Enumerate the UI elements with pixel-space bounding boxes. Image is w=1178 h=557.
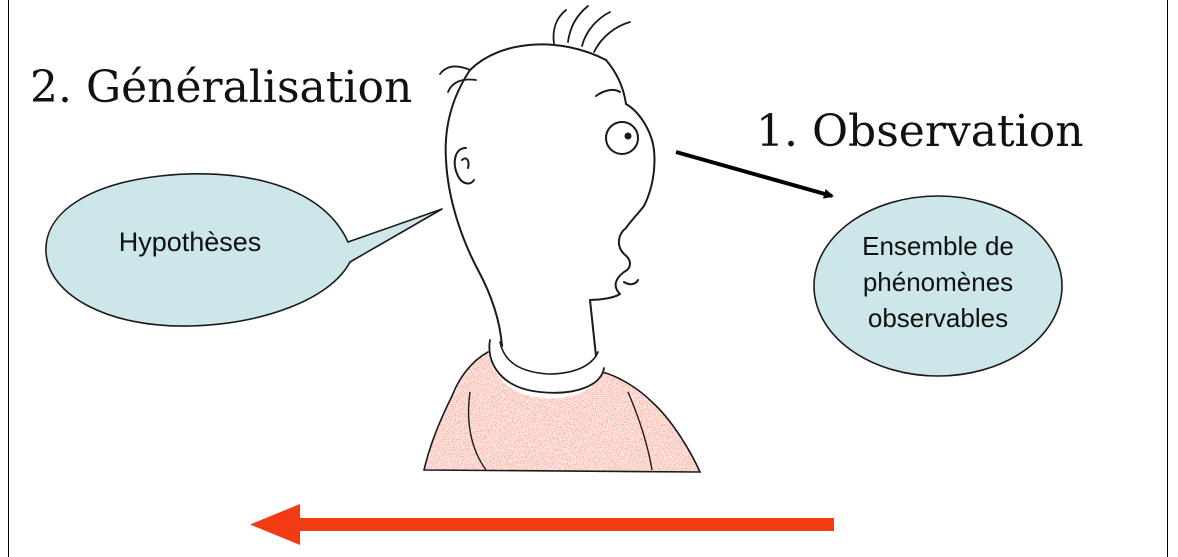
step-observation-label: 1. Observation	[756, 110, 1084, 154]
phenomena-line-1: Ensemble de	[820, 228, 1056, 264]
generalisation-long-arrow	[250, 504, 834, 545]
hypotheses-text: Hypothèses	[90, 226, 290, 258]
observation-arrow	[676, 152, 832, 196]
phenomena-line-3: observables	[820, 300, 1056, 336]
phenomena-line-2: phénomènes	[820, 264, 1056, 300]
phenomena-text: Ensemble de phénomènes observables	[820, 228, 1056, 336]
person-hair	[440, 6, 630, 92]
person-head	[446, 44, 655, 356]
step-generalisation-label: 2. Généralisation	[30, 66, 412, 110]
person-collar	[489, 340, 604, 393]
